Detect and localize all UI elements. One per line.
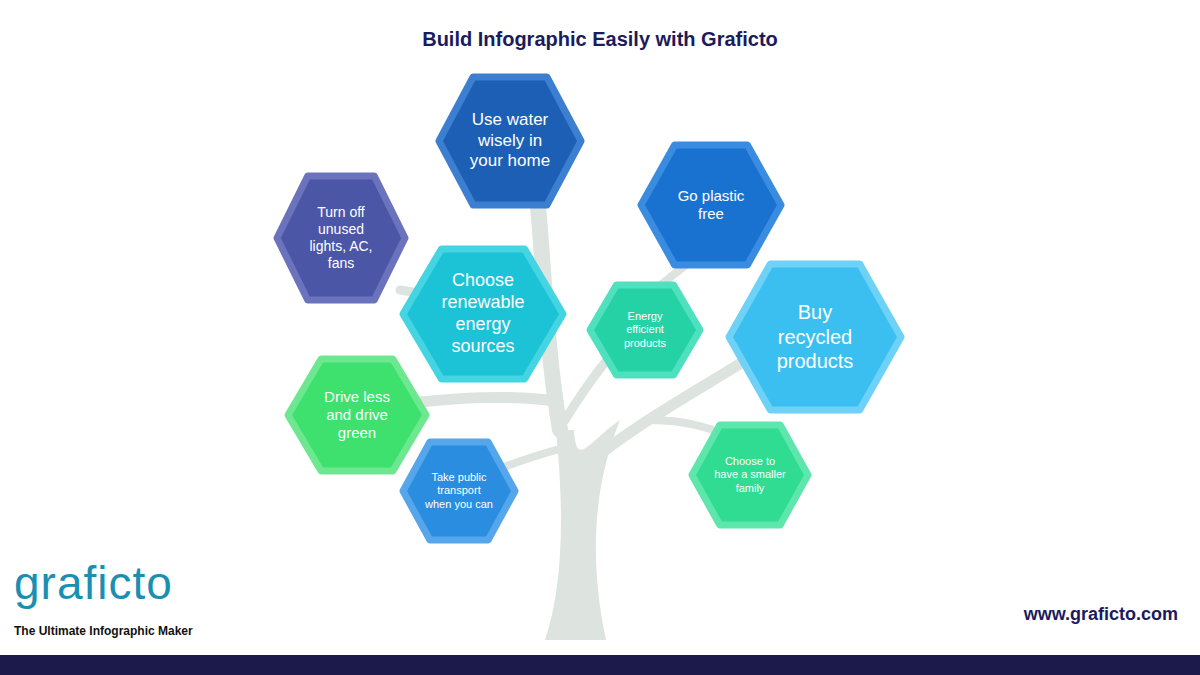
title: Build Infographic Easily with Graficto <box>0 28 1200 51</box>
hexagon-node: Go plastic free <box>641 145 781 265</box>
hexagon-outline <box>590 285 700 375</box>
tagline: The Ultimate Infographic Maker <box>14 624 193 638</box>
hexagon-outline <box>288 359 426 471</box>
node-text: Drive less and drive green <box>313 388 401 443</box>
hexagon-outline <box>277 176 405 300</box>
hexagon-node: Use water wisely in your home <box>439 77 581 205</box>
node-text: Choose renewable energy sources <box>432 270 534 358</box>
hexagon-outline <box>439 77 581 205</box>
node-text: Take public transport when you can <box>423 471 495 511</box>
node-text: Energy efficient products <box>610 310 680 350</box>
logo-wordmark: graficto <box>14 560 173 606</box>
hexagon-outline <box>692 425 808 525</box>
hexagon-node: Turn off unused lights, AC, fans <box>277 176 405 300</box>
website-url: www.graficto.com <box>1024 604 1178 625</box>
footer-bar <box>0 655 1200 675</box>
hexagon-node: Drive less and drive green <box>288 359 426 471</box>
hexagon-outline <box>403 442 515 540</box>
hexagon-node: Energy efficient products <box>590 285 700 375</box>
node-text: Turn off unused lights, AC, fans <box>300 204 382 272</box>
hexagon-outline <box>403 249 563 379</box>
hexagon-node: Choose to have a smaller family <box>692 425 808 525</box>
hexagon-node: Take public transport when you can <box>403 442 515 540</box>
node-text: Go plastic free <box>666 187 756 224</box>
hexagon-node: Choose renewable energy sources <box>403 249 563 379</box>
node-text: Choose to have a smaller family <box>713 455 787 495</box>
hexagon-outline <box>729 264 901 410</box>
node-text: Buy recycled products <box>760 300 870 373</box>
node-text: Use water wisely in your home <box>465 110 556 172</box>
hexagon-node: Buy recycled products <box>729 264 901 410</box>
hexagon-outline <box>641 145 781 265</box>
tree-trunk <box>545 420 620 640</box>
